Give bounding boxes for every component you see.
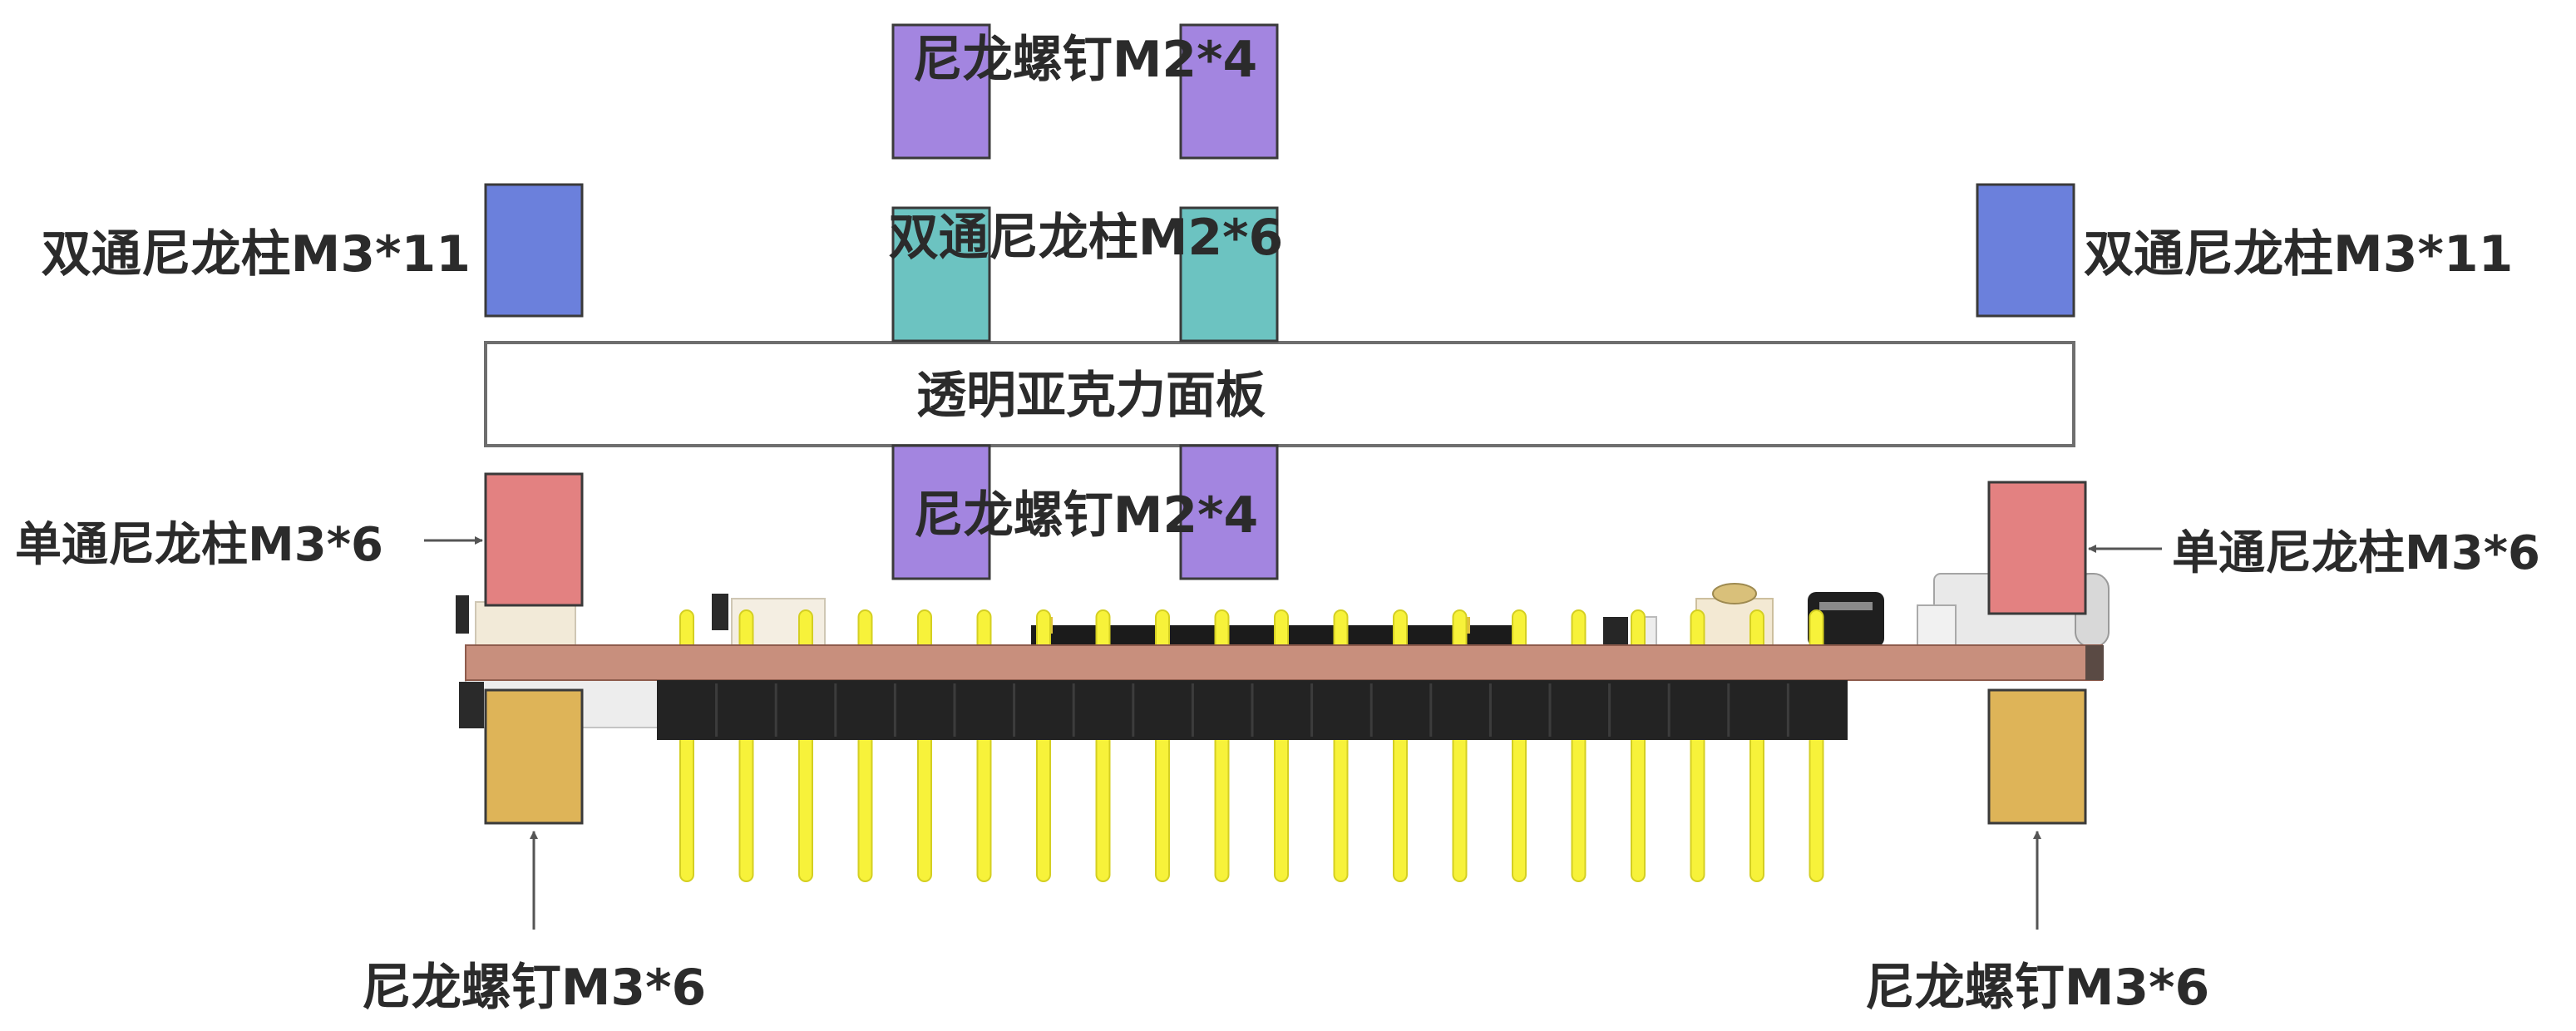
acrylic-panel (484, 341, 2075, 447)
spacer-m3-6-left (484, 472, 584, 607)
standoff-m2-6-right (1179, 206, 1279, 343)
standoff-m3-11-right (1976, 183, 2075, 318)
screw-m2-bottom-left (891, 444, 991, 580)
pcb-assembly (456, 573, 2110, 882)
small-black-part (1603, 617, 1628, 645)
switch-cap (712, 594, 728, 630)
screw-m2-top-right (1179, 23, 1279, 160)
standoff-m2-6-label: 双通尼龙柱M2*6 (889, 209, 1284, 267)
screw-m2-bottom-label: 尼龙螺钉M2*4 (914, 486, 1259, 545)
left-connector (475, 601, 576, 646)
screw-m3-6-right-label: 尼龙螺钉M3*6 (1865, 959, 2210, 1017)
pcb-board (465, 644, 2103, 681)
left-lower-cap (459, 682, 484, 728)
screw-m2-top-label: 尼龙螺钉M2*4 (913, 31, 1258, 89)
spacer-m3-6-left-label: 单通尼龙柱M3*6 (15, 518, 383, 572)
left-connector-cap (456, 595, 469, 634)
tact-button-cap (1712, 583, 1757, 604)
screw-m3-6-right (1987, 688, 2087, 825)
pin-header-segments (715, 683, 1789, 737)
screw-m3-6-left-label: 尼龙螺钉M3*6 (362, 959, 707, 1017)
standoff-m2-6-left (891, 206, 991, 343)
spacer-m3-6-right (1987, 481, 2087, 615)
black-chip-strip (1031, 625, 1513, 647)
standoff-m3-11-left (484, 183, 584, 318)
screw-m2-top-left (891, 23, 991, 160)
acrylic-panel-label: 透明亚克力面板 (916, 367, 1266, 425)
pcb-board-right-edge (2085, 645, 2104, 680)
black-jack-inner (1819, 602, 1873, 610)
screw-m3-6-left (484, 688, 584, 825)
spacer-m3-6-right-label: 单通尼龙柱M3*6 (2172, 526, 2540, 580)
standoff-m3-11-left-label: 双通尼龙柱M3*11 (42, 225, 471, 284)
standoff-m3-11-right-label: 双通尼龙柱M3*11 (2084, 225, 2513, 284)
screw-m2-bottom-right (1179, 444, 1279, 580)
usb-small (1917, 604, 1957, 648)
